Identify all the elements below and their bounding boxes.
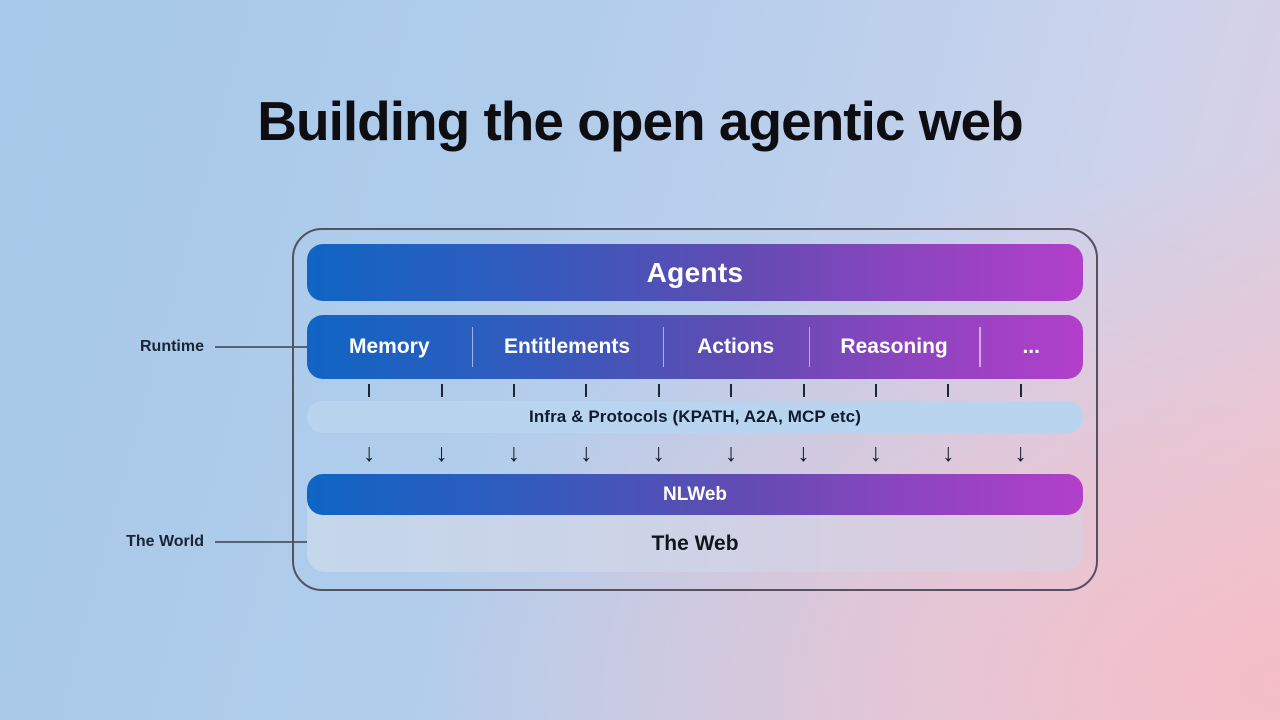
web-group: NLWeb The Web bbox=[307, 474, 1083, 572]
nlweb-label: NLWeb bbox=[662, 483, 728, 505]
down-arrow-icon: ↓ bbox=[435, 439, 448, 467]
tick-connectors bbox=[307, 379, 1083, 401]
connector-tick bbox=[440, 383, 443, 397]
connector-tick bbox=[585, 383, 588, 397]
runtime-item-memory: Memory bbox=[307, 315, 472, 379]
connector-tick bbox=[874, 383, 877, 397]
runtime-item-label: ... bbox=[1022, 335, 1040, 358]
down-arrow-icon: ↓ bbox=[362, 439, 376, 467]
connector-tick bbox=[368, 383, 371, 397]
runtime-item-more: ... bbox=[979, 315, 1083, 379]
down-arrow-icon: ↓ bbox=[942, 439, 955, 467]
world-side-label: The World bbox=[126, 533, 204, 550]
connector-tick bbox=[512, 383, 515, 397]
infra-protocols-bar: Infra & Protocols (KPATH, A2A, MCP etc) bbox=[307, 401, 1083, 433]
agents-label: Agents bbox=[646, 256, 744, 288]
runtime-item-label: Entitlements bbox=[504, 335, 631, 358]
runtime-connector-line bbox=[215, 346, 307, 348]
connector-tick bbox=[657, 383, 660, 397]
down-arrow-icon: ↓ bbox=[1014, 439, 1027, 467]
infra-protocols-label: Infra & Protocols (KPATH, A2A, MCP etc) bbox=[529, 407, 861, 426]
agents-bar: Agents bbox=[307, 244, 1083, 301]
down-arrow-icon: ↓ bbox=[580, 439, 593, 467]
world-connector-line bbox=[215, 541, 307, 543]
down-arrow-icon: ↓ bbox=[724, 439, 738, 467]
connector-tick bbox=[730, 383, 733, 397]
runtime-item-entitlements: Entitlements bbox=[471, 315, 663, 379]
down-arrow-icon: ↓ bbox=[507, 439, 521, 467]
nlweb-bar: NLWeb bbox=[307, 474, 1083, 515]
runtime-item-reasoning: Reasoning bbox=[808, 315, 980, 379]
runtime-item-actions: Actions bbox=[662, 315, 809, 379]
connector-tick bbox=[947, 383, 950, 397]
runtime-item-label: Actions bbox=[697, 335, 775, 358]
runtime-item-label: Reasoning bbox=[840, 335, 948, 358]
connector-tick bbox=[802, 383, 805, 397]
down-arrow-icon: ↓ bbox=[797, 439, 810, 467]
diagram-frame: Agents Memory Entitlements Actions Reasonin… bbox=[292, 228, 1098, 591]
down-arrow-icon: ↓ bbox=[869, 439, 883, 467]
down-arrow-connectors: ↓ ↓ ↓ ↓ ↓ ↓ ↓ ↓ ↓ ↓ bbox=[307, 433, 1083, 474]
down-arrow-icon: ↓ bbox=[652, 439, 666, 467]
slide-title: Building the open agentic web bbox=[257, 90, 1023, 152]
runtime-bar: Memory Entitlements Actions Reasoning... bbox=[307, 315, 1083, 379]
runtime-side-label: Runtime bbox=[140, 338, 204, 355]
connector-tick bbox=[1019, 383, 1022, 397]
the-web-label: The Web bbox=[651, 531, 739, 555]
runtime-item-label: Memory bbox=[349, 335, 430, 358]
